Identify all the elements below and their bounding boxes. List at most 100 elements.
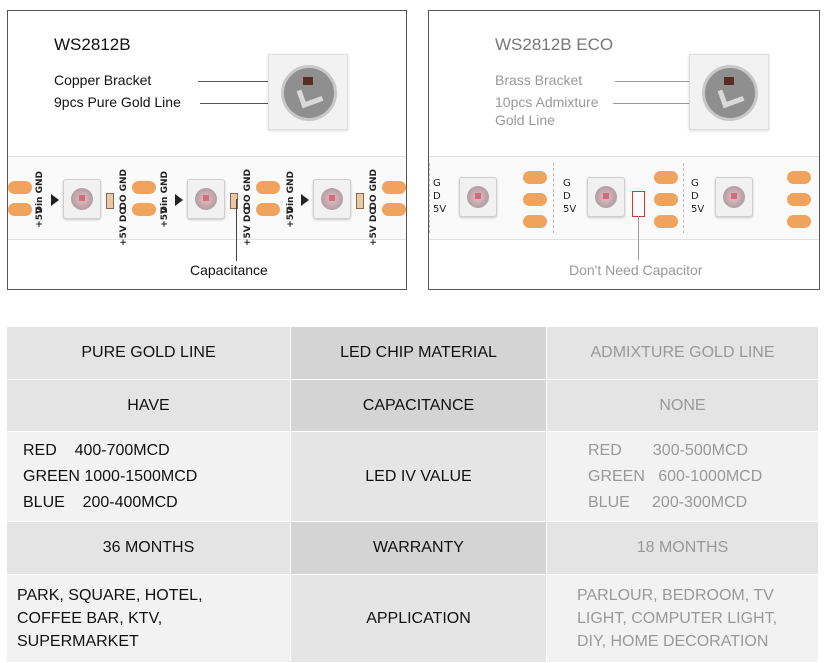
table-row: RED 400-700MCD GREEN 1000-1500MCD BLUE 200… bbox=[7, 432, 818, 522]
cell-line: PURE GOLD LINE bbox=[81, 344, 216, 361]
capacitor bbox=[106, 193, 114, 209]
led-chip-closeup bbox=[268, 54, 348, 130]
cut-line bbox=[553, 163, 554, 233]
leader-line bbox=[200, 103, 298, 104]
solder-pad bbox=[787, 171, 811, 184]
solder-pad bbox=[787, 193, 811, 206]
cell-line: PARK, SQUARE, HOTEL, bbox=[17, 587, 203, 604]
ws2812b-value: 36 MONTHS bbox=[7, 522, 290, 575]
cell-line: ADMIXTURE GOLD LINE bbox=[590, 344, 775, 361]
cell-lines: PURE GOLD LINE bbox=[81, 340, 215, 366]
ws2812b-value: PARK, SQUARE, HOTEL, COFFEE BAR, KTV, SUPE… bbox=[7, 575, 290, 663]
cell-line: 18 MONTHS bbox=[636, 539, 729, 556]
eco-value: PARLOUR, BEDROOM, TV LIGHT, COMPUTER LIGH… bbox=[547, 575, 818, 663]
cell-line: RED 300-500MCD bbox=[588, 441, 749, 459]
table-row: PURE GOLD LINE LED CHIP MATERIAL ADMIXTU… bbox=[7, 327, 818, 380]
ws2812b-value: HAVE bbox=[7, 380, 290, 432]
direction-arrow-icon bbox=[51, 194, 59, 206]
cell-lines: PARK, SQUARE, HOTEL, COFFEE BAR, KTV, SUPE… bbox=[17, 584, 203, 653]
cell-line: HAVE bbox=[127, 396, 170, 414]
brass-bracket-label: Brass Bracket bbox=[495, 72, 583, 88]
pin-label: +5V bbox=[160, 207, 170, 228]
direction-arrow-icon bbox=[301, 194, 309, 206]
ws2812b-eco-panel: WS2812B ECO Brass Bracket 10pcs Admixtur… bbox=[428, 10, 820, 290]
capacitance-label: Capacitance bbox=[190, 262, 268, 278]
cell-line: SUPERMARKET bbox=[17, 633, 139, 650]
led-chip bbox=[63, 179, 101, 219]
cell-lines: 36 MONTHS bbox=[103, 535, 195, 561]
cell-line: BLUE 200-300MCD bbox=[588, 493, 748, 511]
solder-pad bbox=[256, 181, 280, 194]
cell-line: BLUE 200-400MCD bbox=[23, 493, 178, 511]
solder-pad bbox=[132, 181, 156, 194]
eco-value: RED 300-500MCD GREEN 600-1000MCD BLUE 200-… bbox=[547, 432, 818, 522]
cell-lines: RED 300-500MCD GREEN 600-1000MCD BLUE 200-… bbox=[588, 438, 762, 516]
capacitor bbox=[230, 193, 238, 209]
ws2812b-value: RED 400-700MCD GREEN 1000-1500MCD BLUE 200… bbox=[7, 432, 290, 522]
cell-lines: ADMIXTURE GOLD LINE bbox=[590, 340, 774, 366]
solder-pad bbox=[132, 203, 156, 216]
pin-label: +5V DO bbox=[119, 207, 129, 247]
ws2812b-value: PURE GOLD LINE bbox=[7, 327, 290, 380]
led-strip: Din GND +5V DO GND +5V DO Din GND +5V DO… bbox=[8, 156, 406, 246]
pin-label: +5V DO bbox=[243, 207, 253, 247]
led-chip bbox=[459, 177, 497, 217]
ws2812b-panel: WS2812B Copper Bracket 9pcs Pure Gold Li… bbox=[7, 10, 407, 290]
cell-line: RED 400-700MCD bbox=[23, 441, 170, 459]
cell-line: COFFEE BAR, KTV, bbox=[17, 610, 163, 627]
panel-title: WS2812B bbox=[54, 35, 131, 54]
cell-lines: HAVE bbox=[127, 393, 169, 419]
solder-pad bbox=[8, 181, 32, 194]
no-capacitor-label: Don't Need Capacitor bbox=[569, 262, 703, 278]
chip-die bbox=[303, 77, 313, 85]
copper-bracket-label: Copper Bracket bbox=[54, 72, 152, 88]
led-chip-closeup bbox=[689, 54, 769, 130]
led-chip bbox=[313, 179, 351, 219]
feature-label: LED CHIP MATERIAL bbox=[290, 327, 547, 380]
solder-pad bbox=[523, 193, 547, 206]
gold-line-label: 9pcs Pure Gold Line bbox=[54, 94, 181, 110]
led-chip bbox=[715, 177, 753, 217]
led-chip bbox=[587, 177, 625, 217]
pin-label: DO GND bbox=[243, 169, 253, 210]
cell-line: LIGHT, COMPUTER LIGHT, bbox=[577, 610, 778, 627]
cell-line: NONE bbox=[659, 396, 706, 414]
cell-lines: NONE bbox=[659, 393, 705, 419]
solder-pad bbox=[382, 203, 406, 216]
cell-line: GREEN 1000-1500MCD bbox=[23, 467, 198, 485]
cut-line bbox=[683, 163, 684, 233]
pin-label: +5V bbox=[286, 207, 296, 228]
solder-pad bbox=[256, 203, 280, 216]
capacitance-leader bbox=[236, 199, 237, 261]
cell-line: PARLOUR, BEDROOM, TV bbox=[577, 587, 774, 604]
cell-line: GREEN 600-1000MCD bbox=[588, 467, 763, 485]
feature-label: LED IV VALUE bbox=[290, 432, 547, 522]
chip-reflector bbox=[702, 65, 758, 121]
admixture-label: 10pcs Admixture bbox=[495, 94, 599, 110]
panel-title: WS2812B ECO bbox=[495, 35, 614, 54]
led-chip bbox=[187, 179, 225, 219]
pin-label: +5V DO bbox=[369, 207, 379, 247]
solder-pad bbox=[8, 203, 32, 216]
solder-pad bbox=[523, 171, 547, 184]
cell-lines: RED 400-700MCD GREEN 1000-1500MCD BLUE 200… bbox=[23, 438, 197, 516]
chip-die bbox=[724, 77, 734, 85]
leader-line bbox=[198, 81, 298, 82]
leader-line bbox=[615, 81, 697, 82]
cell-line: DIY, HOME DECORATION bbox=[577, 633, 769, 650]
solder-pad bbox=[382, 181, 406, 194]
direction-arrow-icon bbox=[175, 194, 183, 206]
eco-value: NONE bbox=[547, 380, 818, 432]
no-capacitor-leader bbox=[638, 216, 639, 260]
cell-lines: 18 MONTHS bbox=[637, 535, 729, 561]
chip-reflector bbox=[281, 65, 337, 121]
admixture-label-line2: Gold Line bbox=[495, 112, 555, 128]
pin-label: DO GND bbox=[369, 169, 379, 210]
solder-pad bbox=[787, 215, 811, 228]
table-row: HAVE CAPACITANCE NONE bbox=[7, 380, 818, 432]
eco-value: ADMIXTURE GOLD LINE bbox=[547, 327, 818, 380]
